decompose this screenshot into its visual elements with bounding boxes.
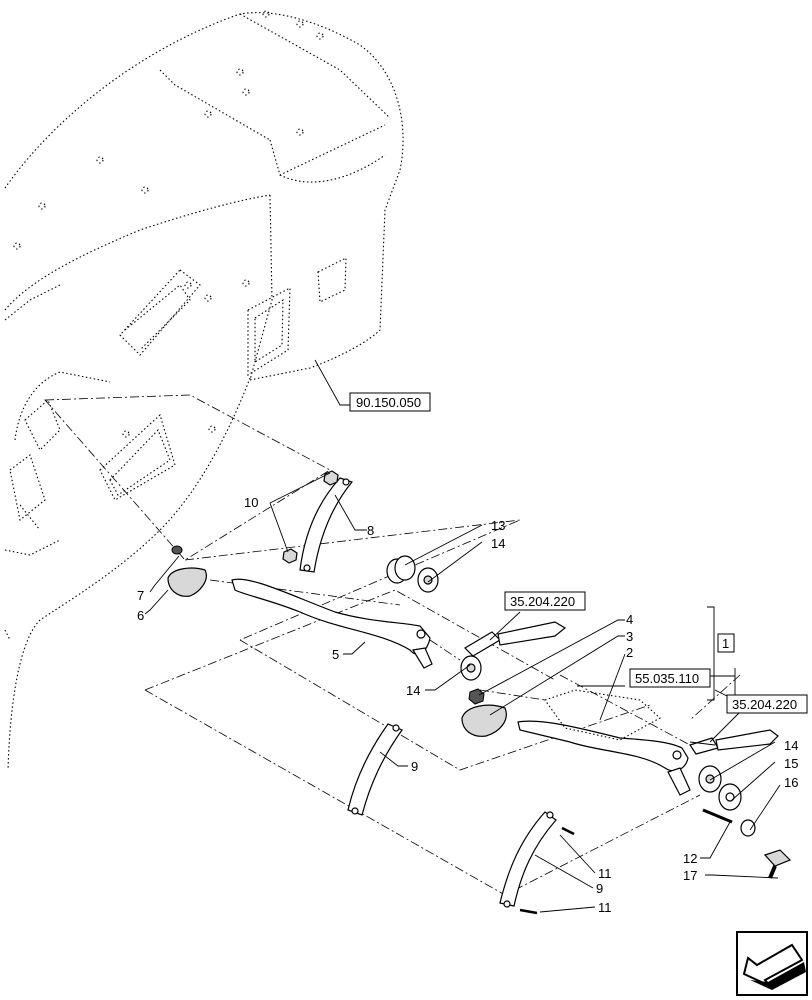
washer-14b — [460, 655, 482, 681]
callout-10: 10 — [244, 495, 258, 510]
ref-35-204-220-a-label: 35.204.220 — [510, 594, 575, 609]
washer-14c — [698, 765, 722, 793]
assembly-lines — [44, 394, 741, 896]
callout-12: 12 — [683, 851, 697, 866]
screw-11 — [519, 826, 575, 915]
bracket-arc-upper — [299, 477, 354, 573]
navigation-arrow-icon[interactable] — [736, 931, 808, 996]
callout-14-b: 14 — [406, 683, 420, 698]
callout-14-c: 14 — [784, 738, 798, 753]
callout-5: 5 — [332, 647, 339, 662]
lever-rod-5 — [231, 578, 433, 669]
callout-4: 4 — [626, 612, 633, 627]
lever-2 — [517, 720, 691, 796]
washer-15 — [718, 783, 742, 811]
callout-13: 13 — [491, 518, 505, 533]
callout-numbers: 10 8 7 6 5 13 14 14 4 3 2 9 14 15 16 11 … — [137, 495, 798, 915]
callout-15: 15 — [784, 756, 798, 771]
ref-55-035-110[interactable]: 55.035.110 — [629, 668, 711, 688]
bracket-arc-lower-2 — [499, 811, 557, 908]
callout-9-b: 9 — [596, 881, 603, 896]
cable-end-b — [689, 729, 779, 755]
callout-9-a: 9 — [411, 759, 418, 774]
ref-55-035-110-label: 55.035.110 — [635, 671, 699, 686]
knob-6 — [167, 545, 207, 597]
callout-3: 3 — [626, 629, 633, 644]
callout-2: 2 — [626, 645, 633, 660]
ref-90-150-050-label: 90.150.050 — [356, 395, 421, 410]
leader-lines — [144, 359, 781, 913]
callout-11-b: 11 — [598, 900, 612, 915]
bolt-17 — [763, 849, 792, 879]
callout-8: 8 — [367, 523, 374, 538]
ref-35-204-220-a[interactable]: 35.204.220 — [504, 591, 586, 611]
callout-14-a: 14 — [491, 536, 505, 551]
knob-3 — [461, 704, 507, 737]
callout-11-a: 11 — [598, 866, 612, 881]
nut-4 — [468, 688, 485, 705]
callout-7: 7 — [137, 588, 144, 603]
washer-16 — [740, 819, 756, 837]
bracket-arc-lower-1 — [347, 723, 403, 816]
pin-12 — [702, 808, 733, 824]
group-1-label: 1 — [722, 636, 729, 651]
ref-90-150-050[interactable]: 90.150.050 — [349, 392, 431, 412]
fender-outline — [4, 10, 404, 771]
callout-6: 6 — [137, 608, 144, 623]
ref-35-204-220-b[interactable]: 35.204.220 — [726, 694, 808, 714]
callout-17: 17 — [683, 868, 697, 883]
cable-end-a — [464, 621, 567, 657]
bushing-13 — [386, 555, 416, 584]
callout-16: 16 — [784, 775, 798, 790]
ref-35-204-220-b-label: 35.204.220 — [732, 697, 797, 712]
mount-plate — [544, 689, 661, 741]
group-bracket-1: 1 — [707, 606, 735, 701]
washer-14a — [417, 567, 439, 593]
